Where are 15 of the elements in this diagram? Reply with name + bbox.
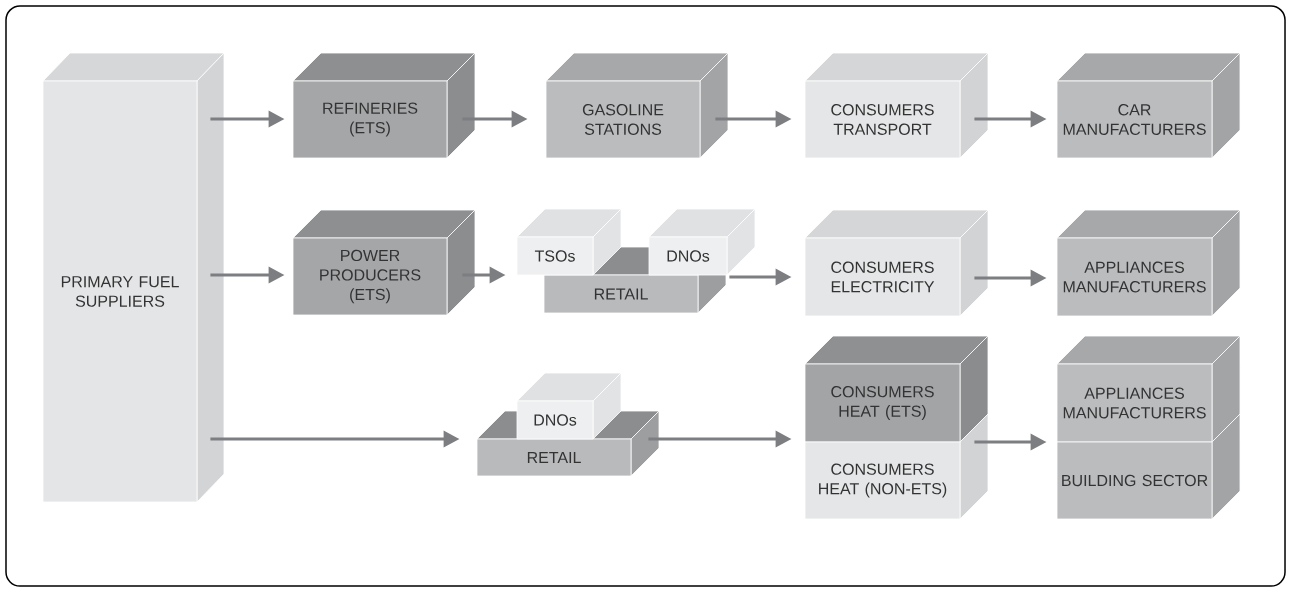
- node-label: DNOs: [534, 414, 577, 426]
- block: TSOs: [516, 208, 622, 276]
- block: DNOs: [648, 208, 756, 276]
- node-label: DNOs: [667, 250, 710, 262]
- block: GASOLINE STATIONS: [545, 52, 729, 159]
- block: POWER PRODUCERS (ETS): [292, 209, 476, 316]
- block: CONSUMERS TRANSPORT: [804, 52, 989, 159]
- block: APPLIANCES MANUFACTURERS: [1056, 209, 1241, 317]
- block: PRIMARY FUEL SUPPLIERS: [42, 52, 225, 503]
- block: CONSUMERS HEAT (ETS): [804, 335, 989, 443]
- block: CAR MANUFACTURERS: [1056, 52, 1241, 159]
- block: DNOs: [516, 372, 622, 440]
- block: REFINERIES (ETS): [292, 52, 476, 159]
- block: APPLIANCES MANUFACTURERS: [1056, 335, 1241, 443]
- block: CONSUMERS ELECTRICITY: [804, 209, 989, 317]
